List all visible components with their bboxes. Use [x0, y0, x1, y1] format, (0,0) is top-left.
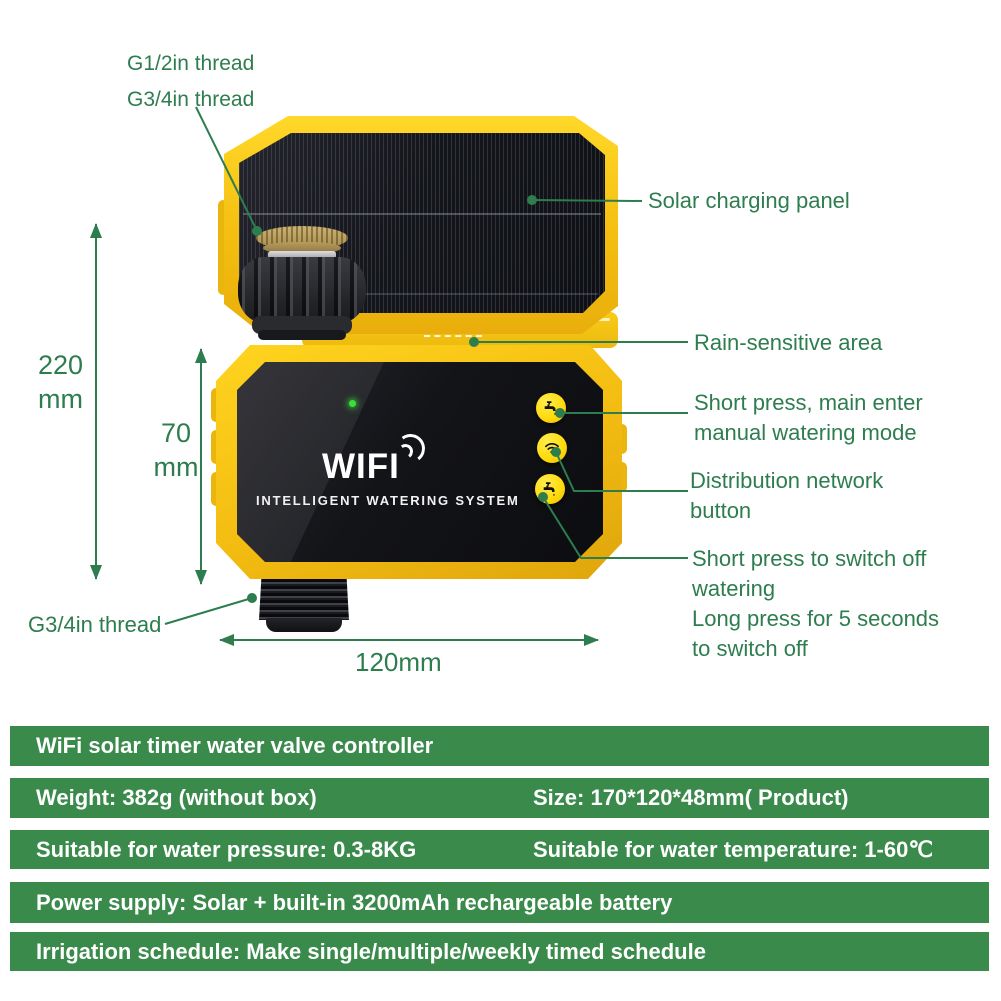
switch-off-button[interactable]: [535, 474, 565, 504]
solar-busbar: [243, 213, 601, 215]
spec-temperature: Suitable for water temperature: 1-60℃: [533, 837, 934, 862]
outlet-collar: [266, 618, 342, 632]
spec-power-supply: Power supply: Solar + built-in 3200mAh r…: [36, 890, 673, 915]
label-thread-top: G1/2in thread G3/4in thread: [127, 46, 254, 118]
product-title: WiFi solar timer water valve controller: [36, 733, 434, 758]
spec-irrigation-schedule: Irrigation schedule: Make single/multipl…: [36, 939, 706, 964]
label-switch-off-button: Short press to switch off watering Long …: [692, 546, 940, 661]
spec-table: WiFi solar timer water valve controller …: [10, 726, 989, 971]
outlet-thread: [259, 572, 349, 620]
spec-row-weight-size: Weight: 382g (without box) Size: 170*120…: [10, 778, 989, 818]
spec-size: Size: 170*120*48mm( Product): [533, 785, 849, 810]
dimension-220mm: 220 mm: [38, 350, 84, 414]
label-g12-thread: G1/2in thread: [127, 52, 255, 75]
wifi-logo-text: WIFI: [322, 447, 400, 486]
manual-watering-button[interactable]: [536, 393, 566, 423]
label-manual-button: Short press, main enter manual watering …: [694, 390, 923, 445]
leader-thread-bottom: [164, 593, 257, 625]
inlet-washer: [268, 251, 336, 259]
inlet-coupling-neck: [258, 330, 346, 340]
spec-row-pressure-temperature: Suitable for water pressure: 0.3-8KG Sui…: [10, 830, 989, 869]
network-pairing-button[interactable]: [537, 433, 567, 463]
device-tagline: INTELLIGENT WATERING SYSTEM: [256, 493, 520, 508]
faucet-icon: [542, 399, 560, 417]
green-led: [349, 400, 356, 407]
spec-row-power: Power supply: Solar + built-in 3200mAh r…: [10, 882, 989, 923]
dimension-70mm: 70 mm: [153, 418, 199, 482]
label-rain-area: Rain-sensitive area: [694, 330, 883, 355]
solar-busbar-lower: [248, 293, 598, 295]
body-side-grip: [617, 424, 627, 454]
dimension-120mm: 120mm: [355, 647, 442, 677]
spec-pressure: Suitable for water pressure: 0.3-8KG: [36, 837, 417, 862]
rain-sensitive-strip: [424, 335, 482, 337]
label-thread-bottom: G3/4in thread: [28, 612, 162, 637]
spec-weight: Weight: 382g (without box): [36, 785, 317, 810]
faucet-icon: [541, 480, 559, 498]
spec-title-row: WiFi solar timer water valve controller: [10, 726, 989, 766]
wifi-icon: [543, 439, 561, 457]
label-g34-thread: G3/4in thread: [127, 88, 255, 111]
inlet-coupling-base: [252, 316, 352, 334]
inlet-coupling-knob: [238, 257, 366, 323]
label-solar-panel: Solar charging panel: [648, 188, 850, 213]
label-network-button: Distribution network button: [690, 468, 884, 523]
solar-side-grip: [218, 200, 228, 295]
spec-row-schedule: Irrigation schedule: Make single/multipl…: [10, 932, 989, 971]
